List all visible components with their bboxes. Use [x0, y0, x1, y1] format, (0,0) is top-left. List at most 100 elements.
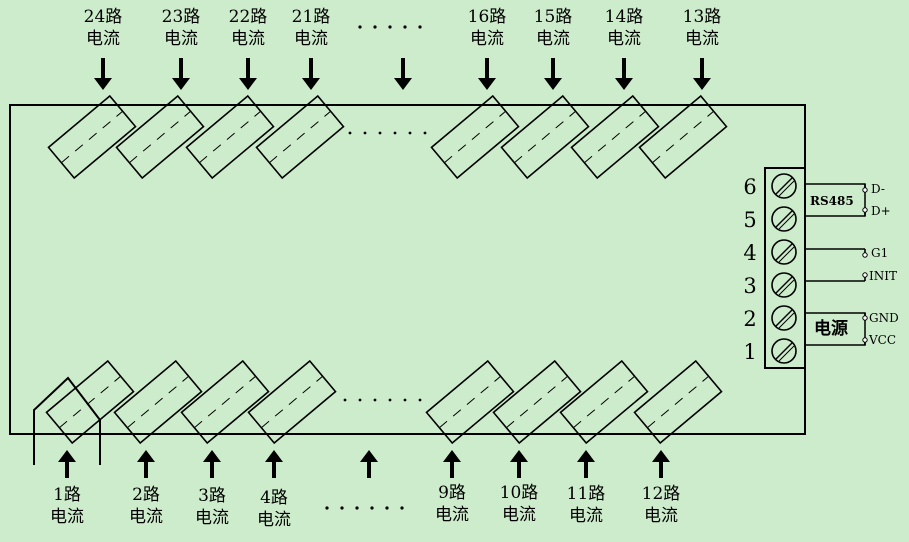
- top-sensor-4: [255, 94, 345, 180]
- terminal-number-6: 6: [743, 175, 756, 199]
- top-sensor-3: [185, 94, 275, 180]
- bottom-input-arrows: [58, 450, 670, 478]
- top-sensor-5: [430, 94, 520, 180]
- top-sensor-1: [47, 94, 137, 180]
- top-input-arrows: [94, 58, 711, 90]
- bottom-sensor-3: [180, 359, 270, 445]
- bottom-channel-label-2-number: 2路: [132, 485, 160, 505]
- top-channel-label-3-type: 电流: [231, 29, 265, 49]
- top-current-sensors: [47, 94, 728, 180]
- top-channel-label-8-number: 13路: [683, 7, 722, 27]
- bottom-current-sensors: [45, 359, 723, 445]
- terminal-number-5: 5: [743, 208, 756, 232]
- ellipsis-dots: [325, 25, 427, 510]
- bottom-channel-label-6-number: 10路: [500, 483, 539, 503]
- top-arrow-6: [544, 58, 562, 90]
- bottom-channel-label-1-number: 1路: [53, 485, 81, 505]
- top-channel-label-1-number: 24路: [84, 7, 123, 27]
- bottom-arrow-5: [443, 450, 461, 478]
- bottom-arrow-ellipsis: [360, 450, 378, 478]
- bottom-channel-label-8-type: 电流: [644, 506, 678, 526]
- top-arrow-3: [239, 58, 257, 90]
- rs485-label: RS485: [810, 194, 854, 208]
- top-sensor-6: [500, 94, 590, 180]
- bottom-channel-label-7-number: 11路: [567, 484, 606, 504]
- bottom-sensor-2: [113, 359, 203, 445]
- bottom-channel-label-3-number: 3路: [198, 486, 226, 506]
- terminal-screw-3: [771, 272, 797, 298]
- terminal-screw-5: [771, 206, 797, 232]
- terminal-screw-4: [771, 239, 797, 265]
- top-sensor-2: [115, 94, 205, 180]
- bottom-channel-label-8-number: 12路: [642, 484, 681, 504]
- top-arrow-5: [478, 58, 496, 90]
- bottom-arrow-8: [652, 450, 670, 478]
- bottom-sensor-8: [633, 359, 723, 445]
- module-body: [9, 104, 806, 435]
- bottom-sensor-1: [45, 359, 135, 445]
- top-arrow-ellipsis: [394, 58, 412, 90]
- power-label: 电源: [814, 318, 848, 339]
- bottom-channel-label-3-type: 电流: [195, 508, 229, 528]
- top-arrow-4: [302, 58, 320, 90]
- top-arrow-7: [615, 58, 633, 90]
- d-minus-label: D-: [871, 182, 885, 196]
- top-arrow-1: [94, 58, 112, 90]
- top-channel-label-6-type: 电流: [536, 29, 570, 49]
- top-arrow-8: [693, 58, 711, 90]
- bottom-channel-label-1-type: 电流: [50, 507, 84, 527]
- top-channel-label-4-number: 21路: [292, 7, 331, 27]
- signal-terminal-dots: [862, 187, 868, 343]
- bottom-arrow-6: [510, 450, 528, 478]
- top-channel-label-8-type: 电流: [685, 29, 719, 49]
- top-channel-label-5-number: 16路: [468, 7, 507, 27]
- bottom-channel-label-4-number: 4路: [260, 488, 288, 508]
- gnd-label: GND: [869, 311, 899, 325]
- bottom-arrow-7: [577, 450, 595, 478]
- top-channel-label-7-number: 14路: [605, 7, 644, 27]
- top-arrow-2: [172, 58, 190, 90]
- terminal-screw-2: [771, 305, 797, 331]
- g1-label: G1: [871, 246, 888, 260]
- terminal-number-3: 3: [743, 274, 756, 298]
- top-channel-label-4-type: 电流: [294, 29, 328, 49]
- bottom-channel-label-5-type: 电流: [435, 505, 469, 525]
- terminal-screw-1: [771, 338, 797, 364]
- bottom-arrow-1: [58, 450, 76, 478]
- bottom-channel-label-5-number: 9路: [438, 483, 466, 503]
- terminal-number-2: 2: [743, 307, 756, 331]
- bottom-arrow-4: [265, 450, 283, 478]
- bottom-channel-label-6-type: 电流: [502, 505, 536, 525]
- bottom-channel-label-2-type: 电流: [129, 507, 163, 527]
- bottom-sensor-5: [425, 359, 515, 445]
- top-channel-label-3-number: 22路: [229, 7, 268, 27]
- bottom-sensor-4: [247, 359, 337, 445]
- top-sensor-7: [570, 94, 660, 180]
- terminal-number-4: 4: [743, 241, 756, 265]
- bottom-sensor-6: [492, 359, 582, 445]
- top-channel-label-2-number: 23路: [162, 7, 201, 27]
- terminal-number-1: 1: [743, 340, 756, 364]
- bottom-channel-label-7-type: 电流: [569, 506, 603, 526]
- top-channel-label-1-type: 电流: [86, 29, 120, 49]
- terminal-screw-6: [771, 173, 797, 199]
- init-label: INIT: [869, 269, 897, 283]
